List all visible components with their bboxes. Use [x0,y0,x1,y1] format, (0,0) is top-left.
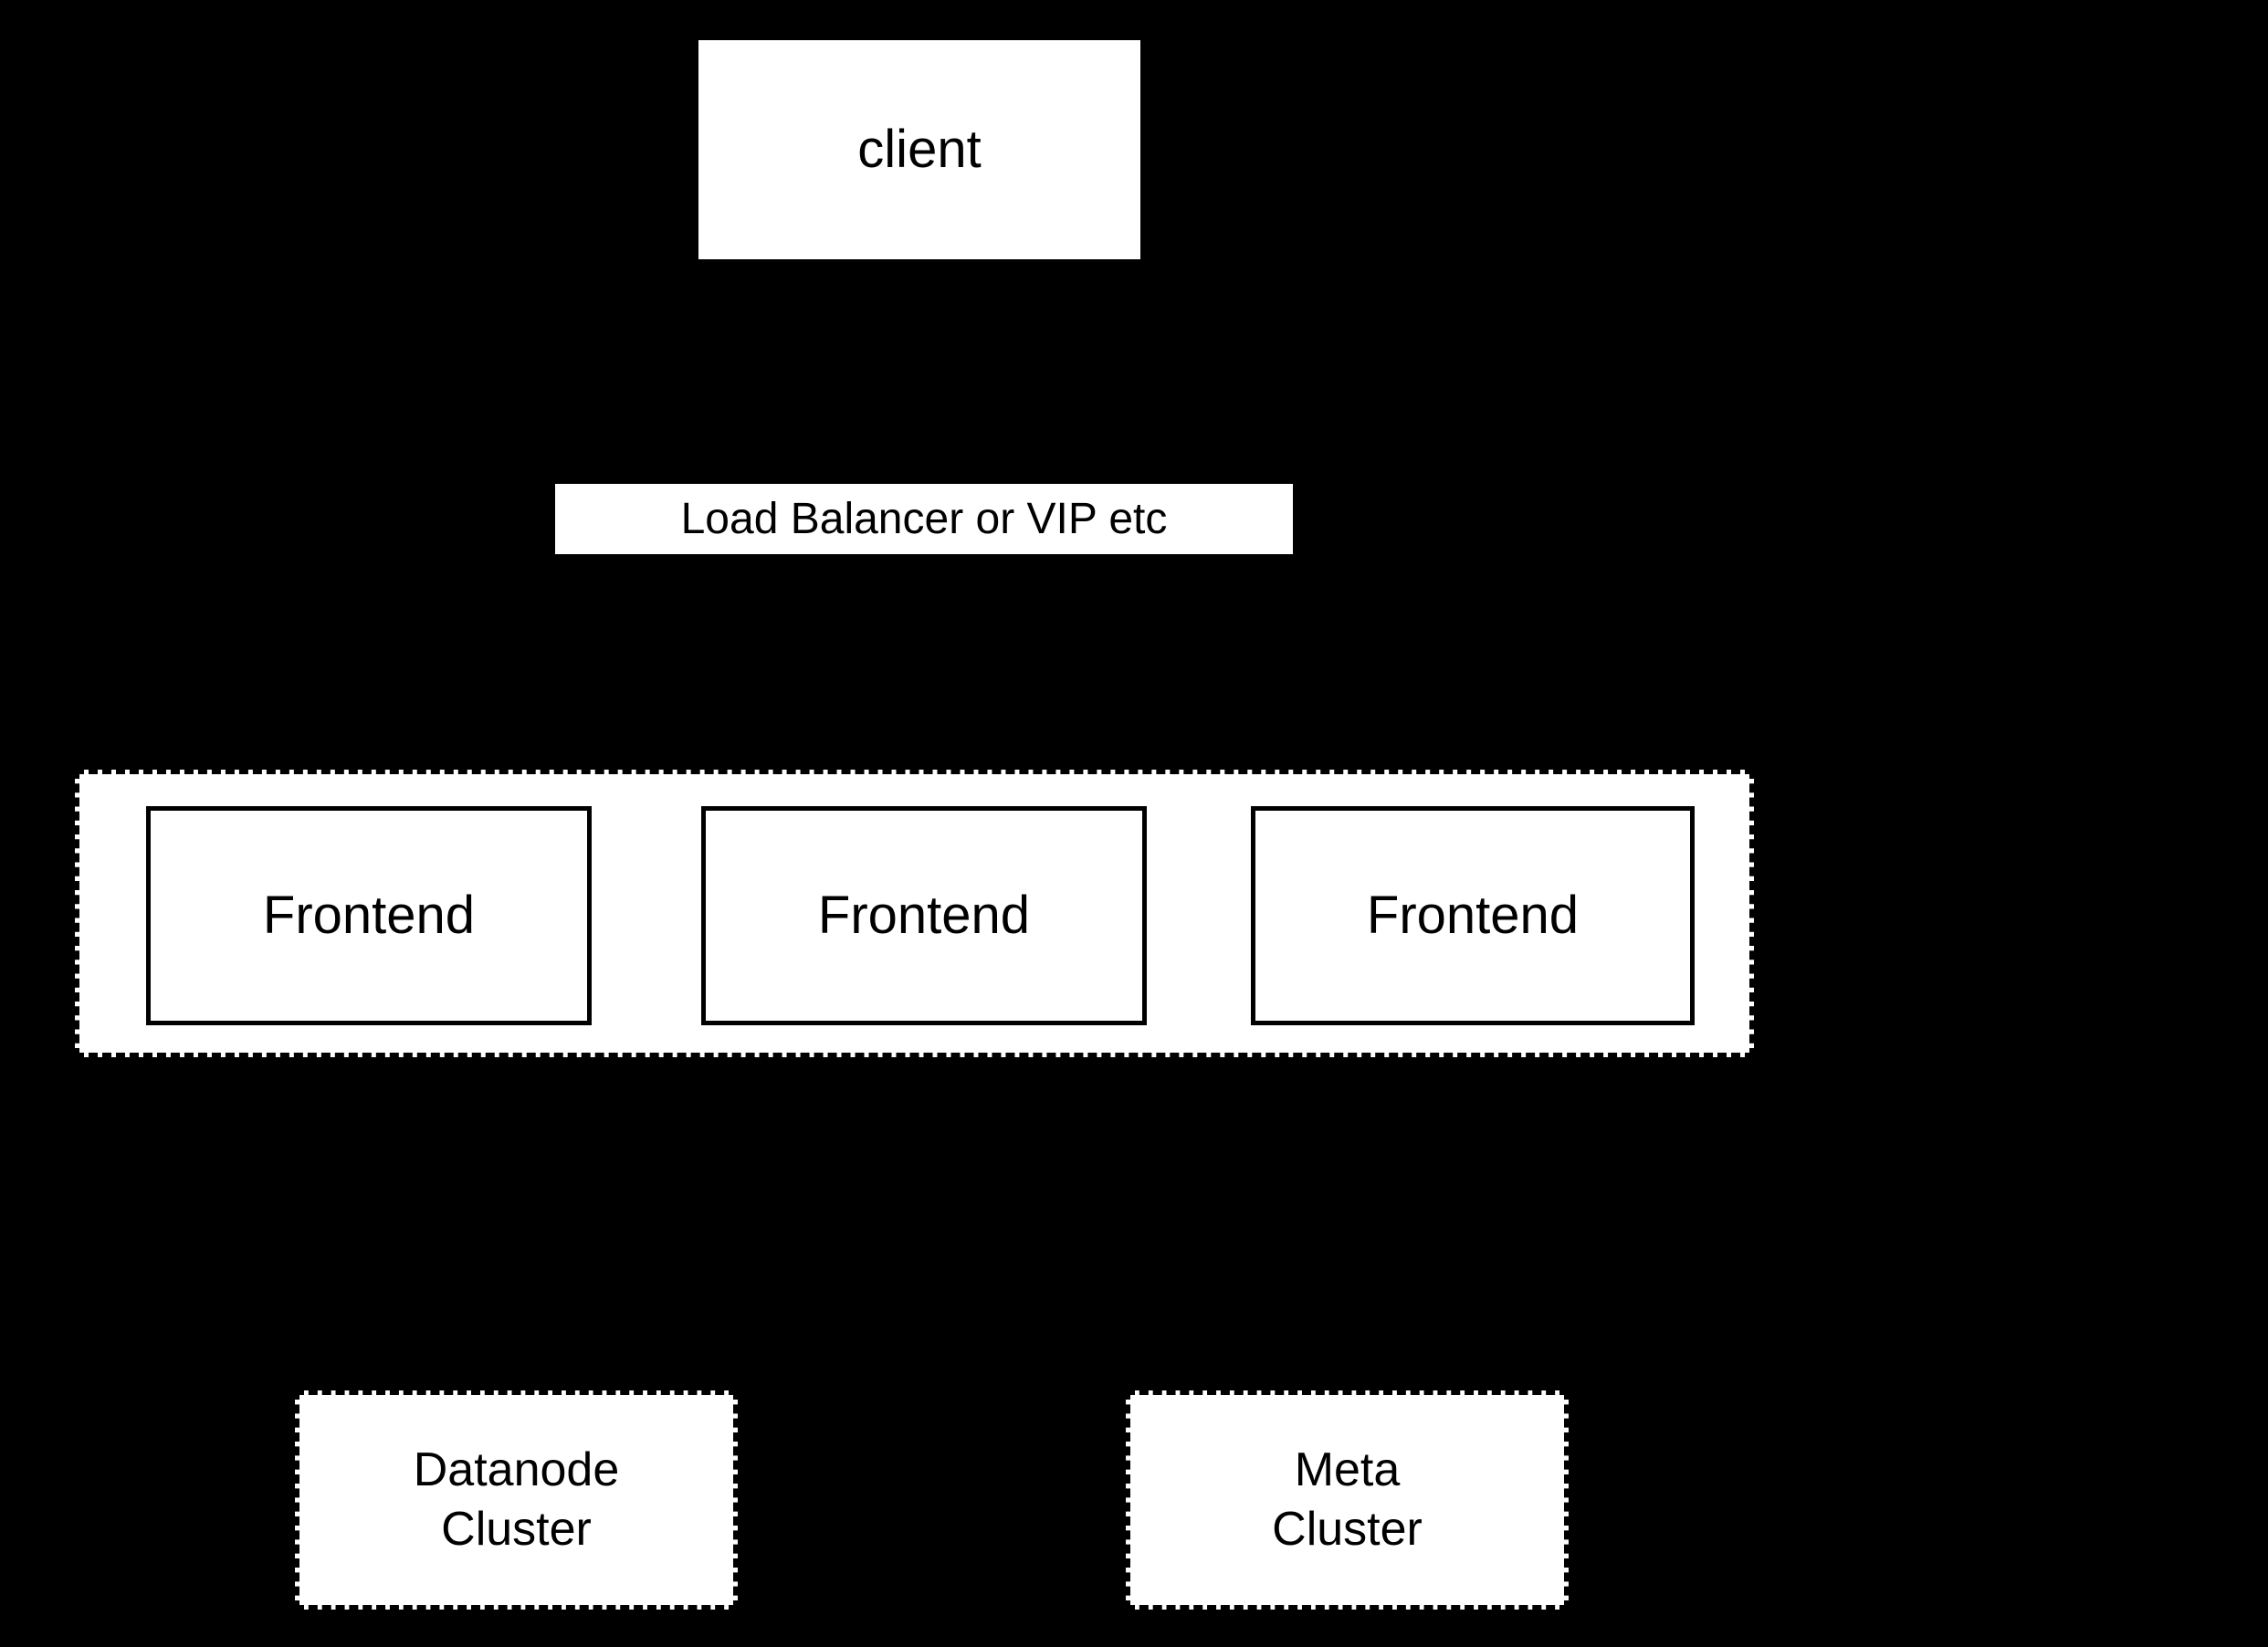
load-balancer-node: Load Balancer or VIP etc [555,484,1293,554]
meta-cluster-node: Meta Cluster [1126,1390,1569,1610]
datanode-cluster-node: Datanode Cluster [295,1390,738,1610]
frontend-node-1: Frontend [146,806,592,1025]
client-node: client [698,40,1140,259]
frontend-node-3: Frontend [1251,806,1695,1025]
frontend-node-2: Frontend [701,806,1147,1025]
